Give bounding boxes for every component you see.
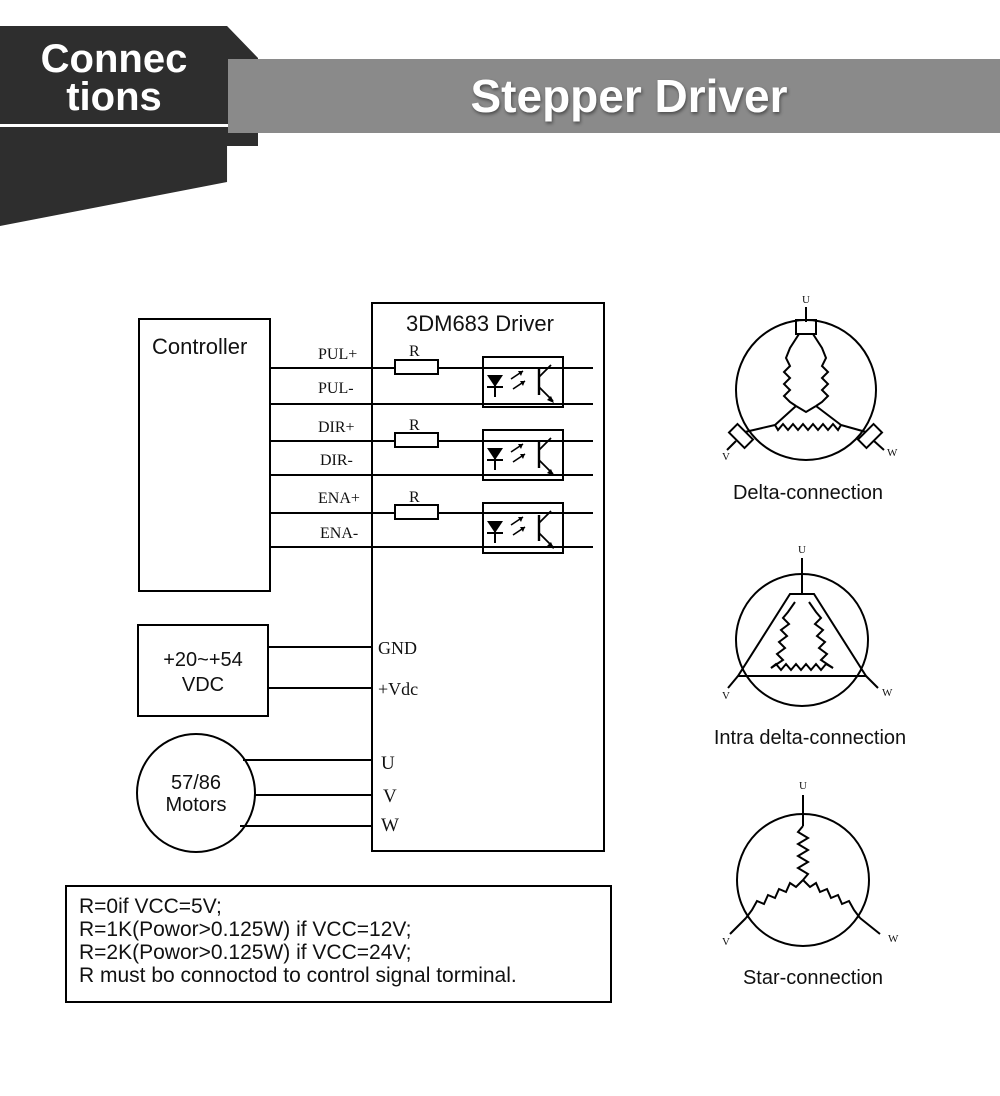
intra-delta-connection-diagram [727, 558, 879, 707]
signal-group-dir [270, 428, 593, 482]
power-label-line1: +20~+54 [163, 649, 243, 671]
resistor-label-pul: R [409, 343, 420, 360]
note-line: R must bo connoctod to control signal to… [79, 964, 517, 987]
star-connection-diagram [729, 795, 881, 947]
motor-label-line1: 57/86 [171, 772, 221, 794]
resistor-label-dir: R [409, 417, 420, 434]
controller-label: Controller [152, 334, 247, 359]
delta-u-label: U [802, 294, 810, 306]
signal-group-pul [270, 355, 593, 409]
controller-box [138, 318, 271, 592]
delta-w-label: W [887, 447, 898, 459]
star-w-label: W [888, 933, 899, 945]
motor-circle [136, 733, 256, 853]
intra-delta-u-label: U [798, 544, 806, 556]
u-terminal: U [381, 753, 395, 774]
signal-minus-dir: DIR- [320, 452, 353, 469]
delta-v-label: V [722, 451, 730, 463]
signal-plus-dir: DIR+ [318, 419, 355, 436]
driver-label: 3DM683 Driver [406, 311, 554, 336]
signal-plus-pul: PUL+ [318, 346, 357, 363]
resistor-notes: R=0if VCC=5V; R=1K(Powor>0.125W) if VCC=… [65, 885, 612, 1003]
page-title: Stepper Driver [470, 70, 788, 122]
vdc-terminal: +Vdc [378, 679, 418, 699]
delta-connection-diagram [726, 307, 885, 461]
star-caption: Star-connection [743, 967, 883, 989]
star-v-label: V [722, 936, 730, 948]
star-u-label: U [799, 780, 807, 792]
section-label: Connec tions [0, 37, 228, 119]
note-line: R=1K(Powor>0.125W) if VCC=12V; [79, 918, 412, 941]
motor-label-line2: Motors [165, 794, 226, 816]
power-box [137, 624, 269, 717]
intra-delta-w-label: W [882, 687, 893, 699]
signal-plus-ena: ENA+ [318, 490, 360, 507]
power-label-line2: VDC [182, 674, 224, 696]
signal-minus-pul: PUL- [318, 380, 354, 397]
intra-delta-v-label: V [722, 690, 730, 702]
section-label-line1: Connec [40, 37, 188, 81]
banner-divider [0, 124, 228, 127]
intra-delta-caption: Intra delta-connection [714, 727, 906, 749]
signal-group-ena [270, 501, 593, 555]
title-banner [228, 59, 1000, 133]
w-terminal: W [381, 815, 399, 836]
gnd-terminal: GND [378, 638, 417, 658]
note-line: R=0if VCC=5V; [79, 895, 222, 918]
v-terminal: V [383, 786, 397, 807]
signal-minus-ena: ENA- [320, 525, 358, 542]
delta-caption: Delta-connection [733, 482, 883, 504]
resistor-label-ena: R [409, 489, 420, 506]
section-label-line2: tions [66, 75, 162, 119]
note-line: R=2K(Powor>0.125W) if VCC=24V; [79, 941, 412, 964]
driver-box [371, 302, 605, 852]
